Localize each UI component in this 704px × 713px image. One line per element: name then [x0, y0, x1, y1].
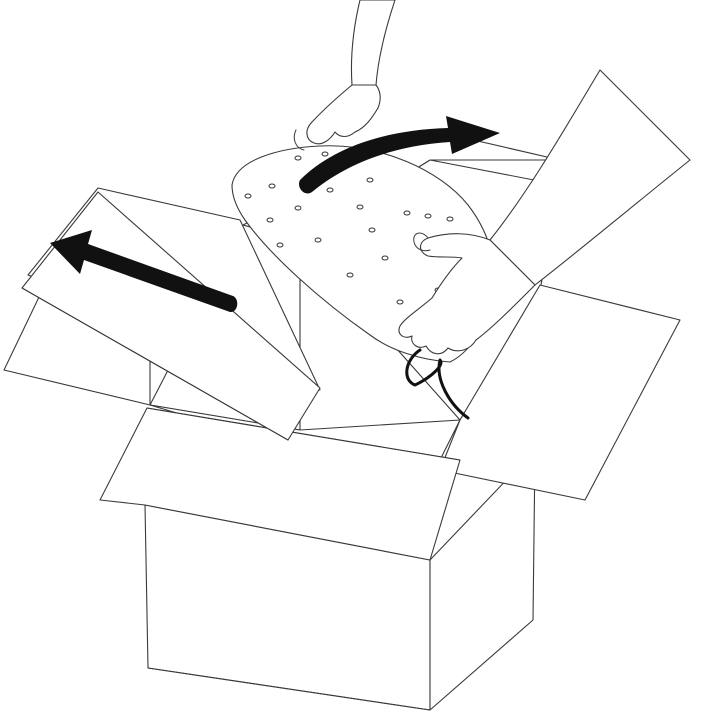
top-hand: [307, 85, 380, 144]
hole: [322, 152, 328, 156]
hole: [397, 300, 403, 304]
hole: [267, 218, 273, 222]
hole: [295, 156, 301, 160]
hole: [404, 211, 410, 215]
hole: [245, 194, 251, 198]
hole: [269, 184, 275, 188]
hole: [277, 243, 283, 247]
hole: [425, 214, 431, 218]
hole: [295, 206, 301, 210]
top-hand-sleeve: [351, 0, 395, 85]
hole: [447, 217, 453, 221]
hole: [327, 188, 333, 192]
hole: [367, 178, 373, 182]
hole: [382, 256, 388, 260]
hole: [347, 273, 353, 277]
top-hand: [294, 0, 395, 150]
hole: [315, 238, 321, 242]
hole: [357, 205, 363, 209]
hole: [369, 228, 375, 232]
